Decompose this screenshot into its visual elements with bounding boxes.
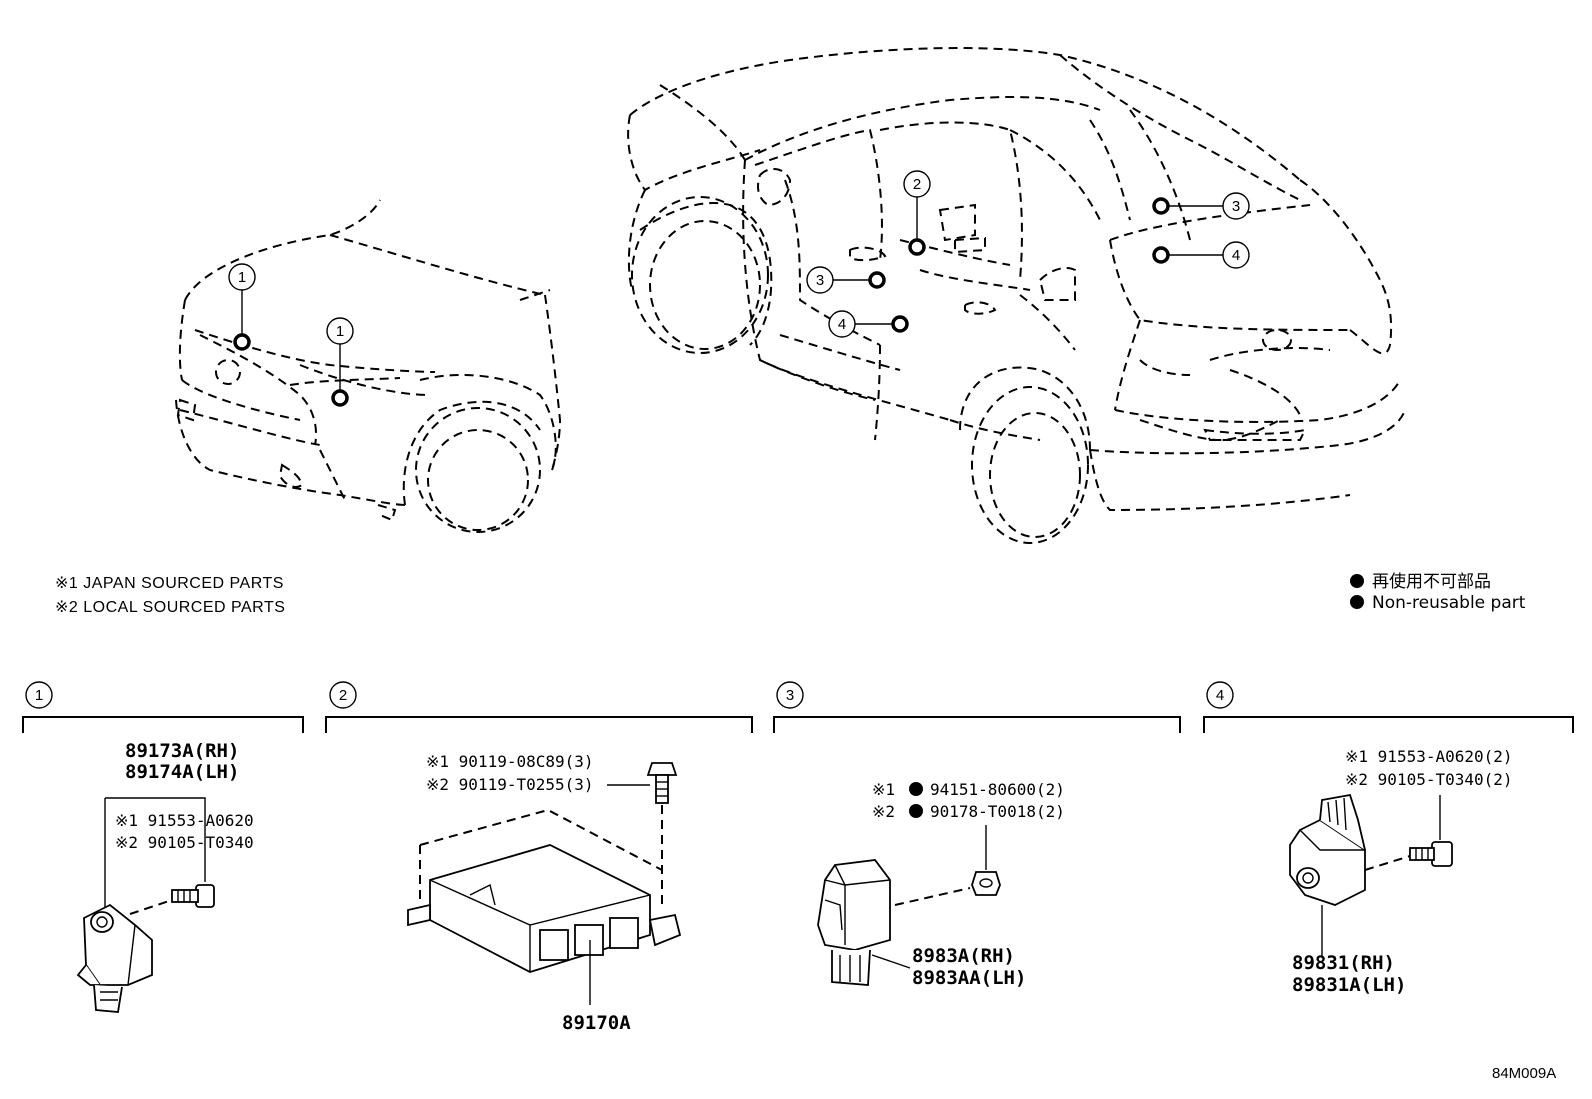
figure-code: 84M009A xyxy=(1492,1065,1557,1082)
non-reusable-dot-icon xyxy=(909,804,923,818)
non-reusable-dot-icon xyxy=(1350,595,1364,609)
callout-number: 2 xyxy=(913,176,921,193)
section-2-parts: ※1 90119-08C89(3) ※2 90119-T0255(3) 8917… xyxy=(407,752,682,1034)
legend-non-reusable-jp: 再使用不可部品 xyxy=(1350,567,1491,592)
rear-impact-sensor-icon xyxy=(1289,793,1366,906)
section-4-parts: ※1 91553-A0620(2) ※2 90105-T0340(2) 8983… xyxy=(1289,747,1513,996)
callout-number: 4 xyxy=(838,316,846,333)
sensor-location-marker xyxy=(331,389,349,407)
callout-number: 1 xyxy=(238,269,246,286)
sensor-location-marker xyxy=(891,315,909,333)
legend-label-en: Non-reusable part xyxy=(1372,593,1526,613)
svg-text:3: 3 xyxy=(786,687,794,704)
sensor-location-marker xyxy=(1152,246,1170,264)
bolt-part-number-1: ※1 90119-08C89(3) xyxy=(426,752,594,771)
rear-callout-4-left xyxy=(828,310,909,338)
bolt-part-number-2: ※2 90105-T0340 xyxy=(115,833,254,852)
nut-part-number-2: 90178-T0018(2) xyxy=(930,802,1065,821)
svg-text:※1: ※1 xyxy=(872,780,895,799)
side-impact-sensor-icon xyxy=(817,859,891,986)
sensor-location-marker xyxy=(868,271,886,289)
legend-label-jp: 再使用不可部品 xyxy=(1372,572,1491,592)
part-number-lh: 89174A(LH) xyxy=(125,761,239,783)
local-sourced-note: ※2 LOCAL SOURCED PARTS xyxy=(55,599,286,616)
japan-sourced-note: ※1 JAPAN SOURCED PARTS xyxy=(55,575,284,592)
bolt-icon xyxy=(646,762,678,804)
section-1-parts: 89173A(RH) 89174A(LH) ※1 91553-A0620 ※2 … xyxy=(76,740,254,1013)
part-number-lh: 89831A(LH) xyxy=(1292,974,1406,996)
section-3-bracket: 3 xyxy=(773,681,1181,733)
svg-text:※2: ※2 xyxy=(872,802,895,821)
section-2-bracket: 2 xyxy=(325,681,753,733)
callout-number: 1 xyxy=(336,323,344,340)
rear-callout-4-right xyxy=(1152,241,1250,269)
non-reusable-dot-icon xyxy=(909,782,923,796)
rear-callout-3-left xyxy=(806,266,886,294)
bolt-part-number-1: ※1 91553-A0620(2) xyxy=(1345,747,1513,766)
callout-number: 4 xyxy=(1232,247,1240,264)
bolt-part-number-2: ※2 90119-T0255(3) xyxy=(426,775,594,794)
svg-text:2: 2 xyxy=(339,687,347,704)
bolt-part-number-1: ※1 91553-A0620 xyxy=(115,811,254,830)
nut-part-number-1: 94151-80600(2) xyxy=(930,780,1065,799)
airbag-control-unit-icon xyxy=(407,844,682,973)
front-vehicle-view xyxy=(175,199,562,533)
part-number-rh: 8983A(RH) xyxy=(912,945,1015,967)
section-4-bracket: 4 xyxy=(1203,681,1574,733)
svg-text:4: 4 xyxy=(1216,687,1224,704)
legend-non-reusable-en: Non-reusable part xyxy=(1350,593,1525,613)
bolt-icon xyxy=(1409,841,1453,867)
sensor-location-marker xyxy=(233,333,251,351)
bolt-part-number-2: ※2 90105-T0340(2) xyxy=(1345,770,1513,789)
rear-callout-2 xyxy=(903,170,931,256)
nut-icon xyxy=(971,871,1001,896)
bolt-icon xyxy=(171,884,215,908)
front-callout-1a xyxy=(228,263,256,351)
front-impact-sensor-icon xyxy=(76,903,153,1013)
callout-number: 3 xyxy=(1232,198,1240,215)
part-number-rh: 89831(RH) xyxy=(1292,952,1395,974)
svg-text:1: 1 xyxy=(35,687,43,704)
part-number-rh: 89173A(RH) xyxy=(125,740,239,762)
callout-number: 3 xyxy=(816,272,824,289)
rear-vehicle-view xyxy=(627,47,1406,544)
section-1-bracket: 1 xyxy=(22,681,304,733)
rear-callout-3-right xyxy=(1152,192,1250,220)
ecu-part-number: 89170A xyxy=(562,1012,631,1034)
sensor-location-marker xyxy=(1152,197,1170,215)
section-3-parts: ※1 94151-80600(2) ※2 90178-T0018(2) 8983… xyxy=(817,780,1065,989)
non-reusable-dot-icon xyxy=(1350,574,1364,588)
part-number-lh: 8983AA(LH) xyxy=(912,967,1026,989)
sensor-location-marker xyxy=(908,238,926,256)
front-callout-1b xyxy=(326,317,354,407)
